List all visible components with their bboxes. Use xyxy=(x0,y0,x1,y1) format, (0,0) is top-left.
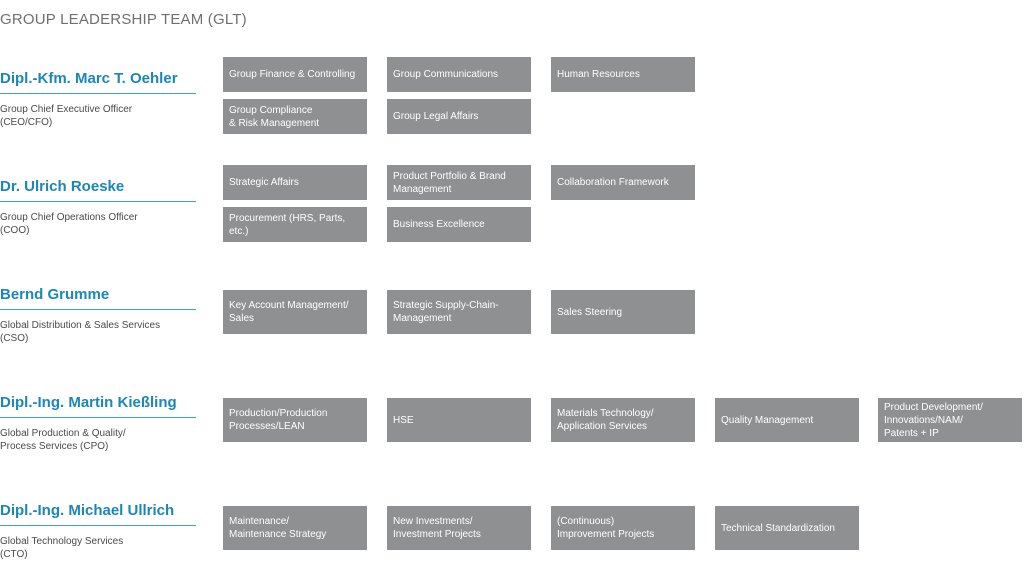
unit-box[interactable]: Key Account Management/ Sales xyxy=(223,290,367,334)
unit-label: Maintenance/ Maintenance Strategy xyxy=(229,516,327,540)
member-role: Global Technology Services (CTO) xyxy=(0,536,124,560)
unit-box[interactable]: Production/Production Processes/LEAN xyxy=(223,398,367,442)
member-name: Dipl.-Ing. Michael Ullrich xyxy=(0,502,196,526)
unit-label: Sales Steering xyxy=(557,306,623,318)
unit-label: Materials Technology/ Application Servic… xyxy=(557,408,654,432)
unit-box[interactable]: Procurement (HRS, Parts, etc.) xyxy=(223,207,367,242)
unit-label: Human Resources xyxy=(557,69,640,80)
unit-box[interactable]: Business Excellence xyxy=(387,207,531,242)
unit-label: Group Communications xyxy=(393,69,499,80)
unit-box[interactable]: Product Portfolio & Brand Management xyxy=(387,165,531,200)
member-name: Dr. Ulrich Roeske xyxy=(0,178,196,202)
member-coo: Dr. Ulrich Roeske Group Chief Operations… xyxy=(0,178,196,237)
member-name: Bernd Grumme xyxy=(0,286,196,310)
unit-box[interactable]: HSE xyxy=(387,398,531,442)
unit-box[interactable]: Maintenance/ Maintenance Strategy xyxy=(223,506,367,550)
unit-box[interactable]: Group Compliance & Risk Management xyxy=(223,99,367,134)
member-role: Group Chief Executive Officer (CEO/CFO) xyxy=(0,104,133,128)
unit-box[interactable]: Sales Steering xyxy=(551,290,695,334)
member-name: Dipl.-Kfm. Marc T. Oehler xyxy=(0,70,196,94)
member-role: Global Distribution & Sales Services (CS… xyxy=(0,320,161,344)
unit-box[interactable]: (Continuous) Improvement Projects xyxy=(551,506,695,550)
member-role: Group Chief Operations Officer (COO) xyxy=(0,212,138,236)
unit-label: Business Excellence xyxy=(393,219,485,230)
unit-box[interactable]: Strategic Supply-Chain- Management xyxy=(387,290,531,334)
unit-label: Collaboration Framework xyxy=(557,177,669,188)
unit-label: Quality Management xyxy=(721,414,814,426)
unit-label: Production/Production Processes/LEAN xyxy=(229,408,328,432)
unit-label: Key Account Management/ Sales xyxy=(229,300,349,324)
unit-label: Strategic Supply-Chain- Management xyxy=(393,300,499,324)
unit-label: Product Portfolio & Brand Management xyxy=(393,170,506,195)
unit-box[interactable]: Strategic Affairs xyxy=(223,165,367,200)
unit-label: Strategic Affairs xyxy=(229,177,299,188)
unit-label: Product Development/ Innovations/NAM/ Pa… xyxy=(884,401,983,439)
unit-label: Group Compliance & Risk Management xyxy=(229,104,320,129)
unit-box[interactable]: Collaboration Framework xyxy=(551,165,695,200)
unit-label: HSE xyxy=(393,414,414,426)
unit-box[interactable]: Product Development/ Innovations/NAM/ Pa… xyxy=(878,398,1022,442)
unit-label: (Continuous) Improvement Projects xyxy=(557,516,655,540)
unit-box[interactable]: Group Legal Affairs xyxy=(387,99,531,134)
member-ceo: Dipl.-Kfm. Marc T. Oehler Group Chief Ex… xyxy=(0,70,196,129)
page-title: GROUP LEADERSHIP TEAM (GLT) xyxy=(0,11,247,28)
member-role: Global Production & Quality/ Process Ser… xyxy=(0,428,126,452)
member-name: Dipl.-Ing. Martin Kießling xyxy=(0,394,196,418)
unit-box[interactable]: Group Finance & Controlling xyxy=(223,57,367,92)
unit-label: Group Legal Affairs xyxy=(393,111,479,122)
unit-box[interactable]: Quality Management xyxy=(715,398,859,442)
unit-box[interactable]: New Investments/ Investment Projects xyxy=(387,506,531,550)
unit-label: New Investments/ Investment Projects xyxy=(393,516,481,540)
unit-box[interactable]: Human Resources xyxy=(551,57,695,92)
member-cso: Bernd Grumme Global Distribution & Sales… xyxy=(0,286,196,345)
unit-box[interactable]: Group Communications xyxy=(387,57,531,92)
member-cpo: Dipl.-Ing. Martin Kießling Global Produc… xyxy=(0,394,196,453)
unit-label: Procurement (HRS, Parts, etc.) xyxy=(229,212,346,237)
unit-box[interactable]: Technical Standardization xyxy=(715,506,859,550)
unit-label: Group Finance & Controlling xyxy=(229,69,356,80)
unit-label: Technical Standardization xyxy=(721,522,835,534)
unit-box[interactable]: Materials Technology/ Application Servic… xyxy=(551,398,695,442)
member-cto: Dipl.-Ing. Michael Ullrich Global Techno… xyxy=(0,502,196,561)
